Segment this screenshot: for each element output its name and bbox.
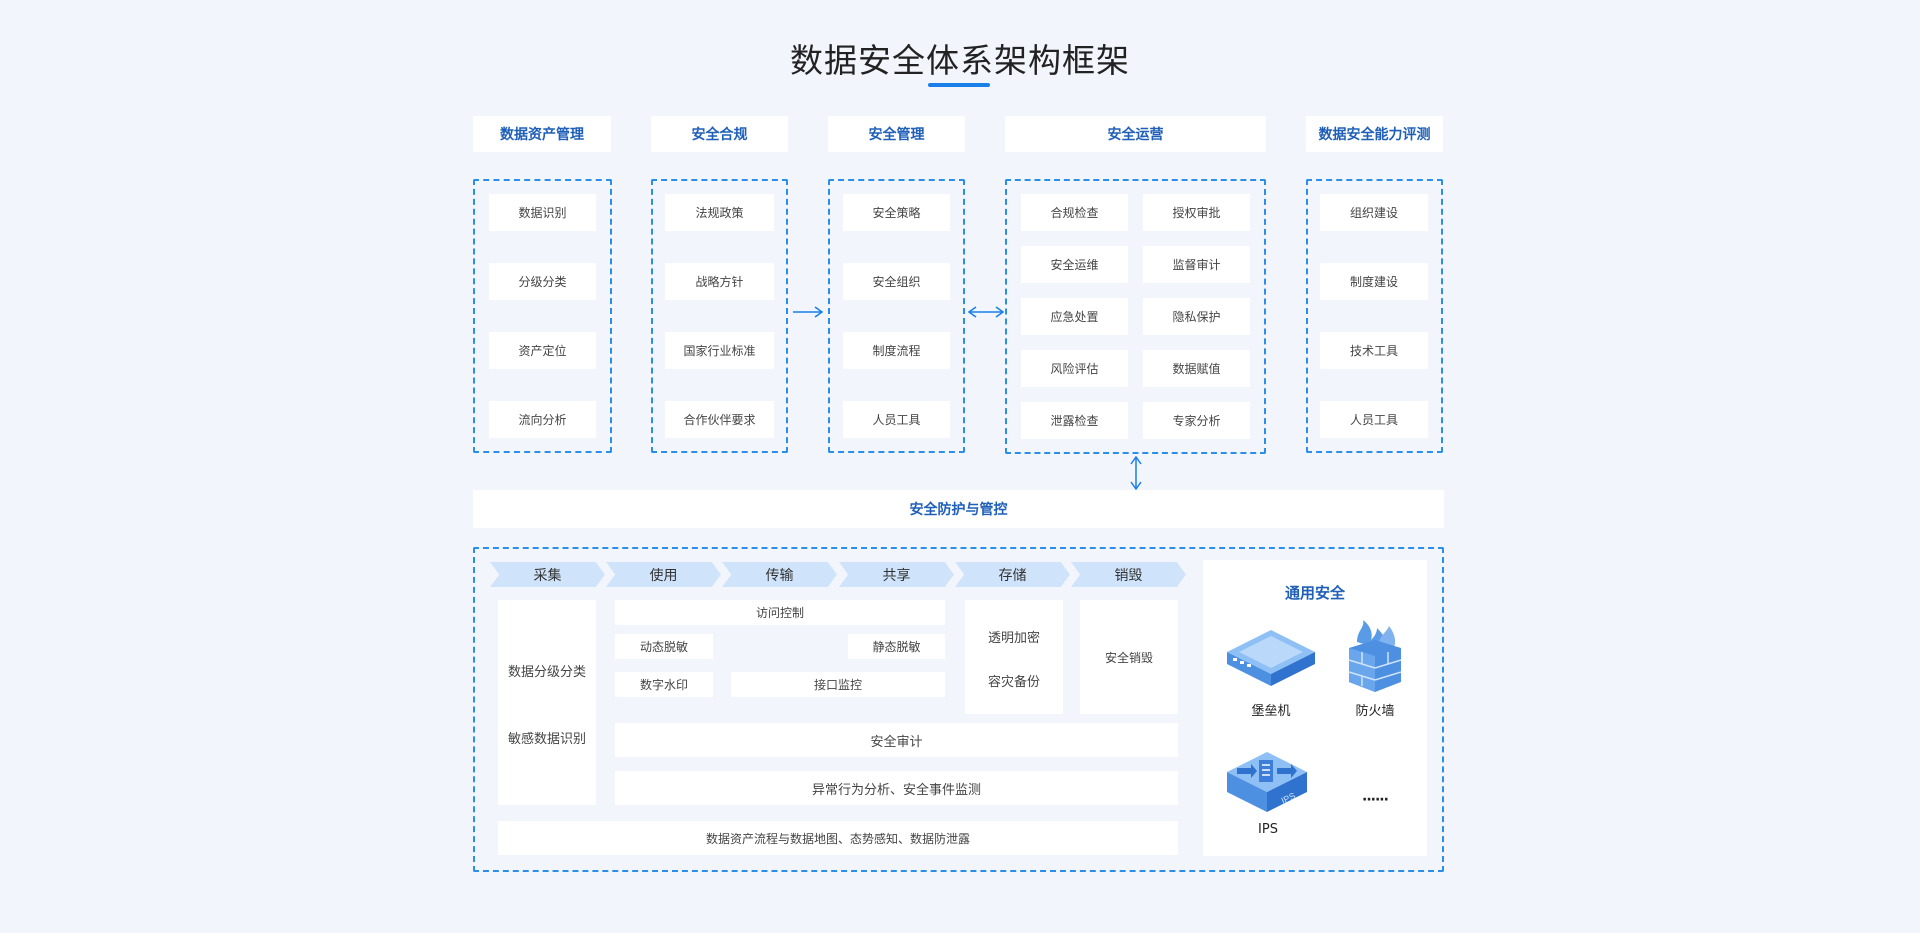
security-audit: 安全审计 [615,723,1178,757]
operations-item: 授权审批 [1143,194,1250,231]
more-indicator: ······ [1362,792,1389,808]
storage-item: 透明加密 [987,630,1040,646]
capability-box [1306,179,1443,453]
operations-item: 数据赋值 [1143,350,1250,387]
compliance-item: 战略方针 [665,263,774,300]
static-masking: 静态脱敏 [848,634,945,659]
operations-item: 合规检查 [1021,194,1128,231]
bastion-host-label: 堡垒机 [1251,704,1291,719]
operations-item: 风险评估 [1021,350,1128,387]
title-underline [928,83,990,87]
asset-item: 分级分类 [489,263,596,300]
digital-watermark: 数字水印 [615,672,713,697]
capability-item: 人员工具 [1320,401,1428,438]
classification-item: 敏感数据识别 [507,731,586,747]
data-map-row: 数据资产流程与数据地图、态势感知、数据防泄露 [498,821,1178,855]
stage-transmit: 传输 [722,562,837,587]
firewall-icon [1348,620,1402,692]
compliance-item: 法规政策 [665,194,774,231]
heading-management: 安全管理 [828,116,965,152]
access-control: 访问控制 [615,600,945,625]
protection-heading: 安全防护与管控 [473,490,1444,528]
asset-management-box [473,179,612,453]
compliance-item: 合作伙伴要求 [665,401,774,438]
capability-item: 技术工具 [1320,332,1428,369]
dynamic-masking: 动态脱敏 [615,634,713,659]
heading-asset-management: 数据资产管理 [473,116,611,152]
asset-item: 资产定位 [489,332,596,369]
compliance-box [651,179,788,453]
right-arrow-icon [793,306,824,318]
general-security-heading: 通用安全 [1284,584,1345,602]
asset-item: 数据识别 [489,194,596,231]
storage-panel [965,600,1063,714]
management-item: 人员工具 [843,401,950,438]
stage-destroy: 销毁 [1071,562,1186,587]
heading-capability-evaluation: 数据安全能力评测 [1306,116,1443,152]
page-title: 数据安全体系架构框架 [790,41,1130,80]
capability-item: 制度建设 [1320,263,1428,300]
classification-panel [498,600,596,805]
operations-item: 泄露检查 [1021,402,1128,439]
ips-label: IPS [1258,822,1278,837]
stage-share: 共享 [839,562,954,587]
heading-compliance: 安全合规 [651,116,788,152]
operations-item: 安全运维 [1021,246,1128,283]
operations-item: 应急处置 [1021,298,1128,335]
stage-store: 存储 [955,562,1070,587]
anomaly-detection: 异常行为分析、安全事件监测 [615,771,1178,805]
operations-box [1005,179,1266,454]
heading-operations: 安全运营 [1005,116,1266,152]
management-item: 制度流程 [843,332,950,369]
operations-item: 监督审计 [1143,246,1250,283]
bidirectional-arrow-icon [968,306,1004,318]
vertical-bidirectional-arrow-icon [1130,456,1142,490]
protection-box [473,547,1444,872]
management-item: 安全组织 [843,263,950,300]
operations-item: 隐私保护 [1143,298,1250,335]
api-monitoring: 接口监控 [731,672,945,697]
firewall-label: 防火墙 [1355,704,1395,719]
ips-icon: IPS [1227,752,1307,812]
bastion-host-icon [1227,630,1315,686]
stage-use: 使用 [606,562,721,587]
secure-destroy: 安全销毁 [1080,600,1178,714]
asset-item: 流向分析 [489,401,596,438]
compliance-item: 国家行业标准 [665,332,774,369]
classification-item: 数据分级分类 [507,664,586,680]
operations-item: 专家分析 [1143,402,1250,439]
stage-collect: 采集 [490,562,605,587]
general-security-panel: 通用安全 堡垒机 防火墙 IPS IPS · [1203,560,1427,856]
capability-item: 组织建设 [1320,194,1428,231]
management-item: 安全策略 [843,194,950,231]
storage-item: 容灾备份 [987,674,1040,690]
management-box [828,179,965,453]
